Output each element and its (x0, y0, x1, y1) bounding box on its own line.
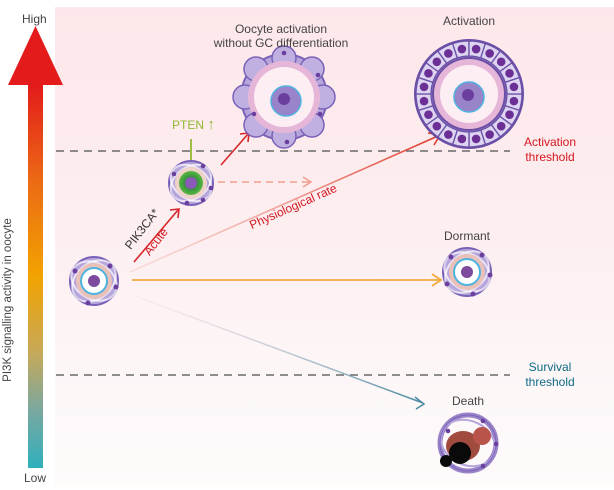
axis-high-label: High (22, 12, 47, 26)
pten-text: PTEN (172, 118, 205, 132)
activated-follicle (414, 39, 524, 149)
activation-threshold-label: Activation threshold (510, 135, 590, 165)
granulosa-nucleus (505, 110, 514, 119)
stage-label-line1: Oocyte activation (234, 22, 328, 36)
granulosa-nucleus (471, 44, 481, 54)
activation-no-gc-arrow (220, 132, 250, 166)
granulosa-nucleus (485, 49, 494, 58)
stalled-activation-arrow (218, 176, 313, 188)
granulosa-nucleus (432, 57, 442, 67)
granulosa-nucleus (505, 69, 514, 78)
threshold-label-line2: threshold (525, 375, 575, 389)
threshold-label-line2: threshold (525, 150, 575, 164)
stage-label-line2: without GC differentiation (213, 36, 349, 50)
oocyte-activated-follicle (232, 45, 336, 149)
stage-label-dormant: Dormant (443, 229, 490, 243)
granulosa-nucleus (424, 69, 433, 78)
axis-title: PI3K signalling activity in oocyte (2, 218, 14, 382)
axis-low-label: Low (24, 471, 47, 485)
granulosa-nucleus (419, 96, 429, 106)
granulosa-nucleus (509, 82, 519, 92)
granulosa-nucleus (424, 110, 433, 119)
acute-arrow (133, 208, 180, 263)
pten-label: PTEN ↑ (172, 116, 215, 133)
granulosa-nucleus (432, 121, 442, 131)
granulosa-nucleus (509, 96, 519, 106)
granulosa-nucleus (471, 134, 481, 144)
stage-label-death: Death (451, 394, 485, 408)
up-arrow-icon: ↑ (207, 116, 215, 133)
stage-label-oocyte-activation: Oocyte activation without GC differentia… (191, 22, 371, 50)
threshold-label-line1: Activation (523, 135, 577, 149)
death-arrow (134, 295, 426, 410)
survival-threshold-label: Survival threshold (510, 360, 590, 390)
dormant-follicle (442, 247, 493, 297)
dormant-arrow (132, 273, 443, 287)
granulosa-nucleus (419, 82, 429, 92)
dying-follicle (437, 412, 499, 474)
granulosa-nucleus (444, 49, 453, 58)
granulosa-nucleus (496, 57, 506, 67)
granulosa-nucleus (496, 121, 506, 131)
stage-label-activation: Activation (442, 14, 496, 28)
pik3ca-activated-follicle (168, 160, 214, 206)
granulosa-nucleus (485, 130, 494, 139)
signalling-axis-arrow (8, 26, 63, 468)
granulosa-nucleus (444, 130, 453, 139)
threshold-label-line1: Survival (528, 360, 572, 374)
granulosa-nucleus (457, 134, 467, 144)
primordial-follicle (69, 256, 119, 306)
granulosa-nucleus (457, 44, 467, 54)
